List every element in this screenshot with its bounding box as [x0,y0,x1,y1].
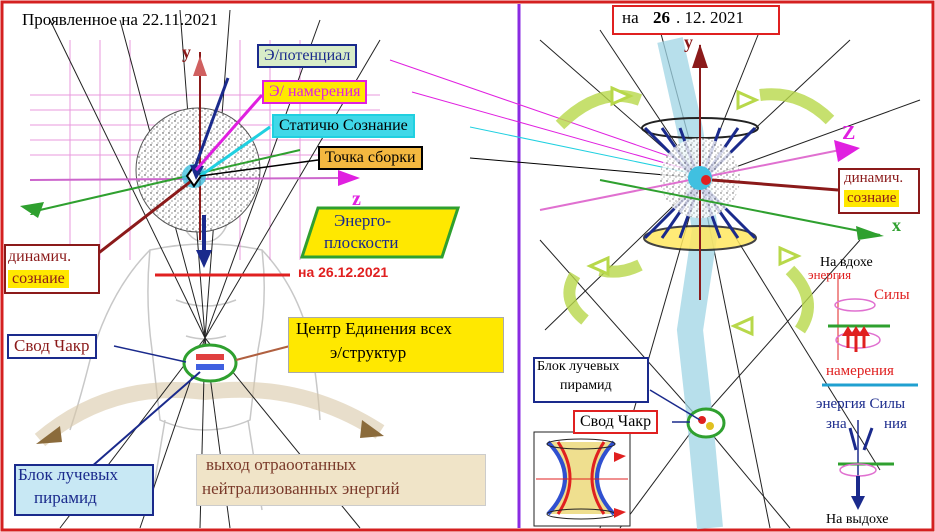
right-axis-y-label: y [684,32,693,52]
output-line1: выход отраоотанных [206,455,357,474]
energy-planes-line1: Энерго- [334,211,392,230]
chakra-vault-left: Свод Чакр [7,334,97,359]
down-arrow-head [196,250,212,268]
energy-column [657,37,723,530]
ray-block-box-right [533,357,649,403]
cross-line-1 [389,59,681,161]
chakra-bar-2 [196,364,224,370]
center-unity-line2: э/структур [330,343,407,362]
pointer-chakra-left [113,345,187,363]
breath-upper-ring [834,298,876,312]
axis-x-arrow-left [20,202,44,218]
left-axis-x-label: x [30,199,39,219]
axis-z-arrow-left [338,170,360,186]
left-axis-z-label: z [352,188,361,210]
dynamic-left-line1: динамич. [8,248,72,265]
breath-diagram [822,275,918,510]
ray-block-left-line2: пирамид [34,488,97,507]
arc-arrow-right [360,420,384,438]
energy-planes-line2: плоскости [324,233,399,252]
pointer-dynamic-left [95,180,191,257]
pointer-static [199,125,271,178]
left-date-title: Проявленное на 22.11.2021 [22,10,219,29]
axis-y-arrow-left [193,56,207,76]
center-unity-line1: Центр Единения всех [296,319,452,338]
axis-z-arrow-right [834,140,860,162]
axis-y-arrow-right [692,44,708,68]
axis-x-left [39,149,301,211]
knowledge-label-2: ния [884,416,907,432]
arc-arrow-left [36,426,62,444]
inset-arrow-top [614,452,626,462]
pointer-rayblock-right [649,389,701,421]
breath-exhale-head [851,496,865,510]
cross-line-2 [411,91,691,171]
energy-planes-box [299,206,461,259]
pointer-dynamic-right [711,178,839,192]
knowledge-label-1: зна [826,416,847,432]
inhale-label: На вдохе [820,255,873,270]
chakra-vault-right: Свод Чакр [573,410,659,434]
e-intent-label: Э/ намерения [262,80,368,104]
right-axis-z-label: Z [842,122,856,144]
right-axis-x-label: x [892,215,901,235]
dynamic-right-line2: сознаие [844,190,900,207]
pointer-center [235,345,291,361]
chakra-ellipse-right [686,407,726,439]
inset-hourglass-red [556,441,606,515]
chakra-bar-1 [196,354,224,360]
breath-down-arrows [848,427,874,451]
exhale-label: На выдохе [826,512,889,527]
ray-block-right-line1: Блок лучевых [537,359,620,374]
ray-block-right-line2: пирамид [560,378,612,393]
pointer-assemblage [199,159,319,177]
right-panel [533,29,921,530]
energy-forces-label: энергия Силы [816,396,906,412]
assemblage-point-label: Точка сборки [318,146,423,170]
chakra-center-ellipse [182,343,238,383]
inset-hourglass-fill [548,442,614,514]
inset-top-ring [546,438,616,450]
axis-x-right [599,179,881,236]
dynamic-left-line2: сознаие [8,270,69,288]
chakra-dot-yellow [706,422,714,430]
ray-block-box-left [14,464,154,516]
chakra-dot-red [698,416,706,424]
left-axis-y-label: y [182,42,191,62]
inset-hourglass-blue [546,440,616,516]
pointer-intent [194,94,264,171]
output-line2: нейтрализованных энергий [202,479,400,498]
right-date-day: 26 [653,8,670,27]
right-date-box [612,5,780,35]
date-marker-label: на 26.12.2021 [298,264,389,280]
ray-block-left-line1: Блок лучевых [18,465,119,484]
dynamic-right-line1: динамич. [844,170,904,186]
right-date-rest: . 12. 2021 [676,8,744,27]
intent-label-right: намерения [826,363,894,379]
swirl-arrows [586,85,802,337]
axis-x-arrow-right [856,226,884,240]
breath-up-arrows [846,334,866,352]
center-unity-box [288,317,504,373]
static-consciousness-label: Статичю Сознание [272,114,415,138]
e-potential-label: Э/потенциал [257,44,358,68]
pointer-potential-head [190,165,204,180]
pointer-potential [192,77,230,171]
energy-arc-brown [34,381,385,447]
output-box [196,454,486,506]
core-right-dot [701,175,711,185]
forces-label: Силы [874,287,910,303]
energy-label: энергия [808,267,852,282]
right-date-prefix: на [622,8,639,27]
inset-arrow-bottom [614,508,626,518]
pointer-rayblock-left [89,371,201,469]
